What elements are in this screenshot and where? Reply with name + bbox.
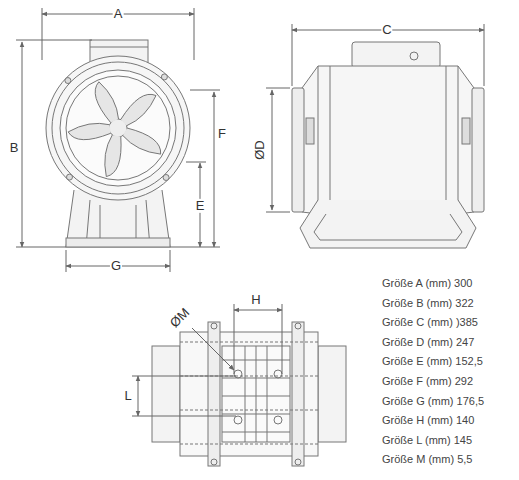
side-view <box>292 42 484 248</box>
table-cell: Größe C (mm) )385 <box>381 316 479 328</box>
table-cell: Größe F (mm) 292 <box>381 375 474 387</box>
dimension-letter: A <box>113 7 124 21</box>
table-cell: Größe E (mm) 152,5 <box>381 355 484 367</box>
table-cell: Größe G (mm) 176,5 <box>381 395 485 407</box>
dimension-letter: H <box>250 293 261 307</box>
table-cell: Größe L (mm) 145 <box>381 434 473 446</box>
dimension-letter: G <box>110 259 122 273</box>
dimension-letter: E <box>195 199 206 213</box>
dimension-letter: F <box>217 127 227 141</box>
table-cell: Größe A (mm) 300 <box>381 277 473 289</box>
front-view <box>46 40 190 247</box>
table-cell: Größe H (mm) 140 <box>381 414 475 426</box>
dimension-letter: ØM <box>167 305 193 331</box>
dimension-letter: C <box>381 23 392 37</box>
dimension-letter: L <box>123 389 132 403</box>
table-cell: Größe D (mm) 247 <box>381 336 475 348</box>
dimension-letter: ØD <box>253 139 267 161</box>
table-cell: Größe M (mm) 5,5 <box>381 453 473 465</box>
bottom-view <box>152 322 346 466</box>
dimension-letter: B <box>9 141 20 155</box>
table-cell: Größe B (mm) 322 <box>381 297 475 309</box>
